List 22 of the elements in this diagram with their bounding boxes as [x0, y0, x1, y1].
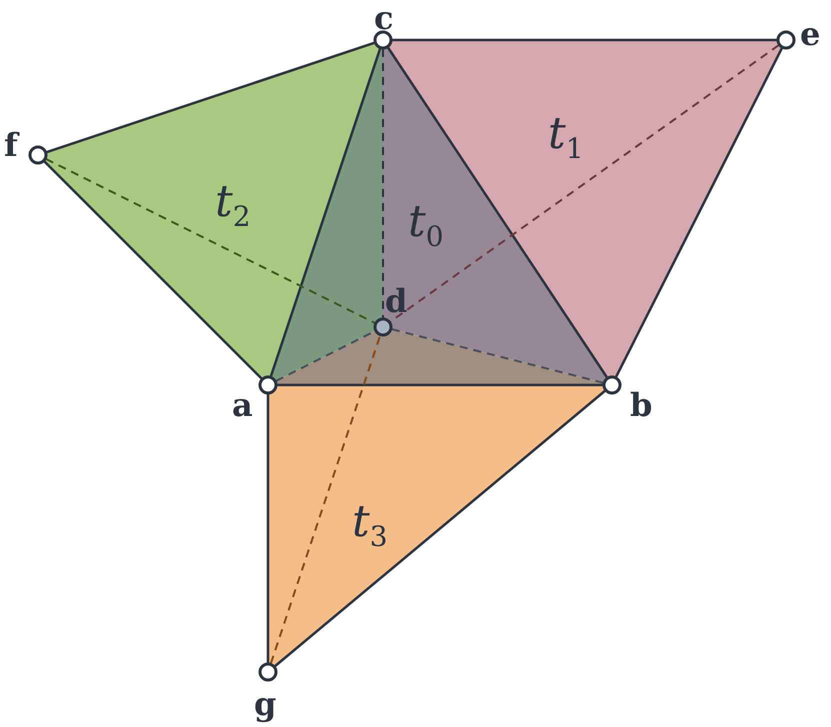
line-segment [46, 42, 375, 154]
dashed-line [382, 49, 384, 318]
face-label: t$_{3}$ [352, 500, 388, 551]
point-label: e [800, 18, 820, 50]
point-label: d [385, 285, 408, 317]
line-segment [266, 394, 270, 663]
face-label: t$_{1}$ [548, 112, 584, 163]
dashed-line [391, 328, 604, 384]
point-label: f [4, 129, 18, 161]
point-label: b [630, 389, 652, 421]
dashed-line [270, 335, 382, 664]
point-label: g [254, 688, 276, 720]
line-segment [392, 38, 777, 42]
point-label: a [232, 389, 253, 421]
face-label: t$_{0}$ [408, 200, 444, 251]
point-label: c [374, 2, 394, 34]
face-label: t$_{2}$ [215, 180, 251, 231]
line-segment [614, 47, 784, 378]
dashed-line [46, 158, 376, 324]
dashed-line [390, 44, 780, 323]
line-segment [43, 160, 263, 380]
line-segment [277, 384, 603, 386]
